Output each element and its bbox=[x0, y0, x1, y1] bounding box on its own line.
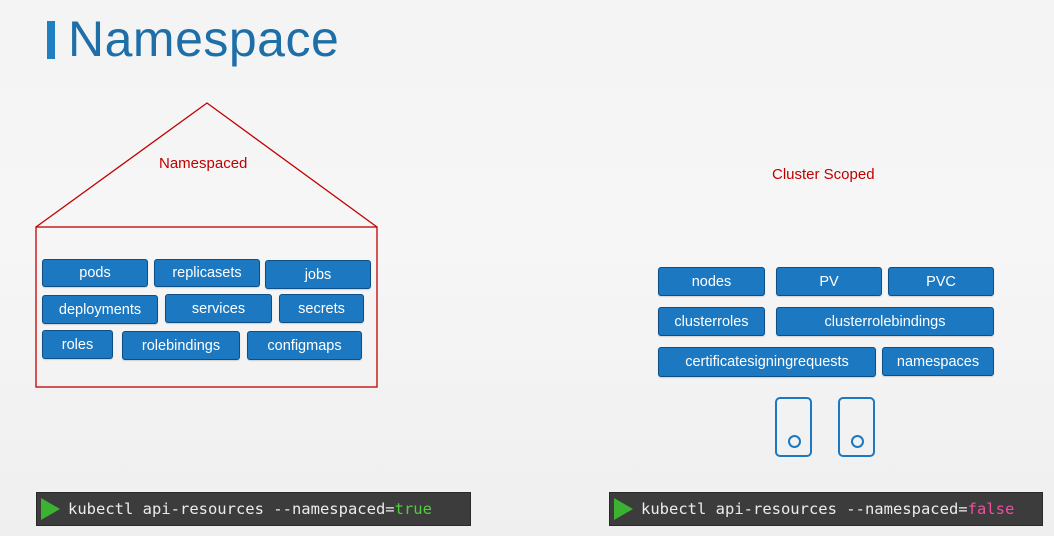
resource-chip-pv: PV bbox=[776, 267, 882, 296]
resource-chip-secrets: secrets bbox=[279, 294, 364, 323]
node-device-icon bbox=[838, 397, 875, 457]
command-value: false bbox=[967, 500, 1015, 518]
command-namespaced-false: kubectl api-resources --namespaced=false bbox=[609, 492, 1043, 526]
title-accent-bar bbox=[47, 21, 55, 59]
resource-chip-deployments: deployments bbox=[42, 295, 158, 324]
command-value: true bbox=[394, 500, 432, 518]
resource-chip-pods: pods bbox=[42, 259, 148, 287]
resource-chip-rolebindings: rolebindings bbox=[122, 331, 240, 360]
resource-chip-namespaces: namespaces bbox=[882, 347, 994, 376]
play-icon bbox=[41, 498, 60, 520]
resource-chip-pvc: PVC bbox=[888, 267, 994, 296]
resource-chip-roles: roles bbox=[42, 330, 113, 359]
resource-chip-jobs: jobs bbox=[265, 260, 371, 289]
resource-chip-nodes: nodes bbox=[658, 267, 765, 296]
play-icon bbox=[614, 498, 633, 520]
cluster-scoped-label: Cluster Scoped bbox=[772, 166, 875, 183]
resource-chip-clusterroles: clusterroles bbox=[658, 307, 765, 336]
resource-chip-certificatesigningrequests: certificatesigningrequests bbox=[658, 347, 876, 377]
command-text: kubectl api-resources --namespaced= bbox=[68, 500, 395, 518]
namespaced-label: Namespaced bbox=[159, 155, 248, 172]
resource-chip-services: services bbox=[165, 294, 272, 323]
resource-chip-replicasets: replicasets bbox=[154, 259, 260, 287]
node-device-icon bbox=[775, 397, 812, 457]
command-text: kubectl api-resources --namespaced= bbox=[641, 500, 968, 518]
page-title: Namespace bbox=[68, 11, 340, 67]
resource-chip-clusterrolebindings: clusterrolebindings bbox=[776, 307, 994, 336]
resource-chip-configmaps: configmaps bbox=[247, 331, 362, 360]
command-namespaced-true: kubectl api-resources --namespaced=true bbox=[36, 492, 471, 526]
